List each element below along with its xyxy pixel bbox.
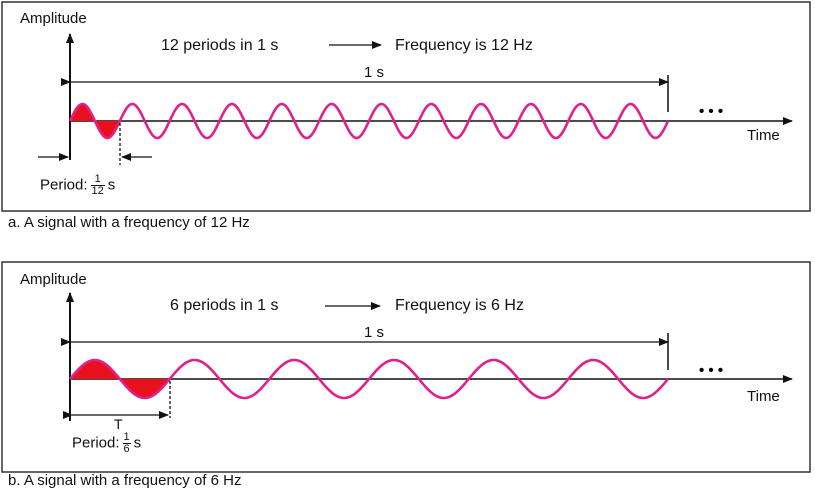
panel-a-amplitude-label: Amplitude [20,10,87,27]
panel-b-period-numerator: 1 [122,431,131,444]
panel-a-positive-half-cycle [70,104,95,121]
panel-b: • • • [1,261,811,473]
panel-b-amplitude-label: Amplitude [20,271,87,288]
panel-b-one-second-label: 1 s [364,324,385,341]
panel-b-T-label: T [114,416,123,432]
panel-b-ellipsis: • • • [699,362,723,379]
panel-a: • • • [1,1,811,212]
panel-a-period-denominator: 12 [91,185,104,197]
panel-a-frequency-text: Frequency is 12 Hz [395,37,533,54]
panel-b-period-unit: s [133,434,142,452]
panel-b-time-label: Time [747,388,780,405]
panel-b-periods-text: 6 periods in 1 s [170,297,279,314]
panel-a-period-numerator: 1 [90,174,105,186]
panel-b-positive-half-cycle [70,360,120,379]
panel-b-period-word: Period: [72,434,120,452]
panel-a-ellipsis: • • • [699,103,723,120]
panel-a-negative-half-cycle [94,121,120,138]
panel-a-frame [1,1,811,212]
panel-b-caption: b. A signal with a frequency of 6 Hz [8,472,242,489]
panel-b-frame [1,261,811,473]
panel-a-period-word: Period: [40,176,88,194]
panel-a-period-unit: s [107,176,116,194]
panel-a-one-second-label: 1 s [364,64,385,81]
panel-a-caption: a. A signal with a frequency of 12 Hz [8,214,250,231]
panel-a-time-label: Time [747,127,780,144]
panel-b-period-denominator: 6 [123,443,130,455]
panel-b-negative-half-cycle [119,379,170,398]
panel-a-sine-wave [68,102,670,140]
panel-a-periods-text: 12 periods in 1 s [161,37,279,54]
panel-b-sine-wave [69,358,669,400]
panel-b-frequency-text: Frequency is 6 Hz [395,297,524,314]
